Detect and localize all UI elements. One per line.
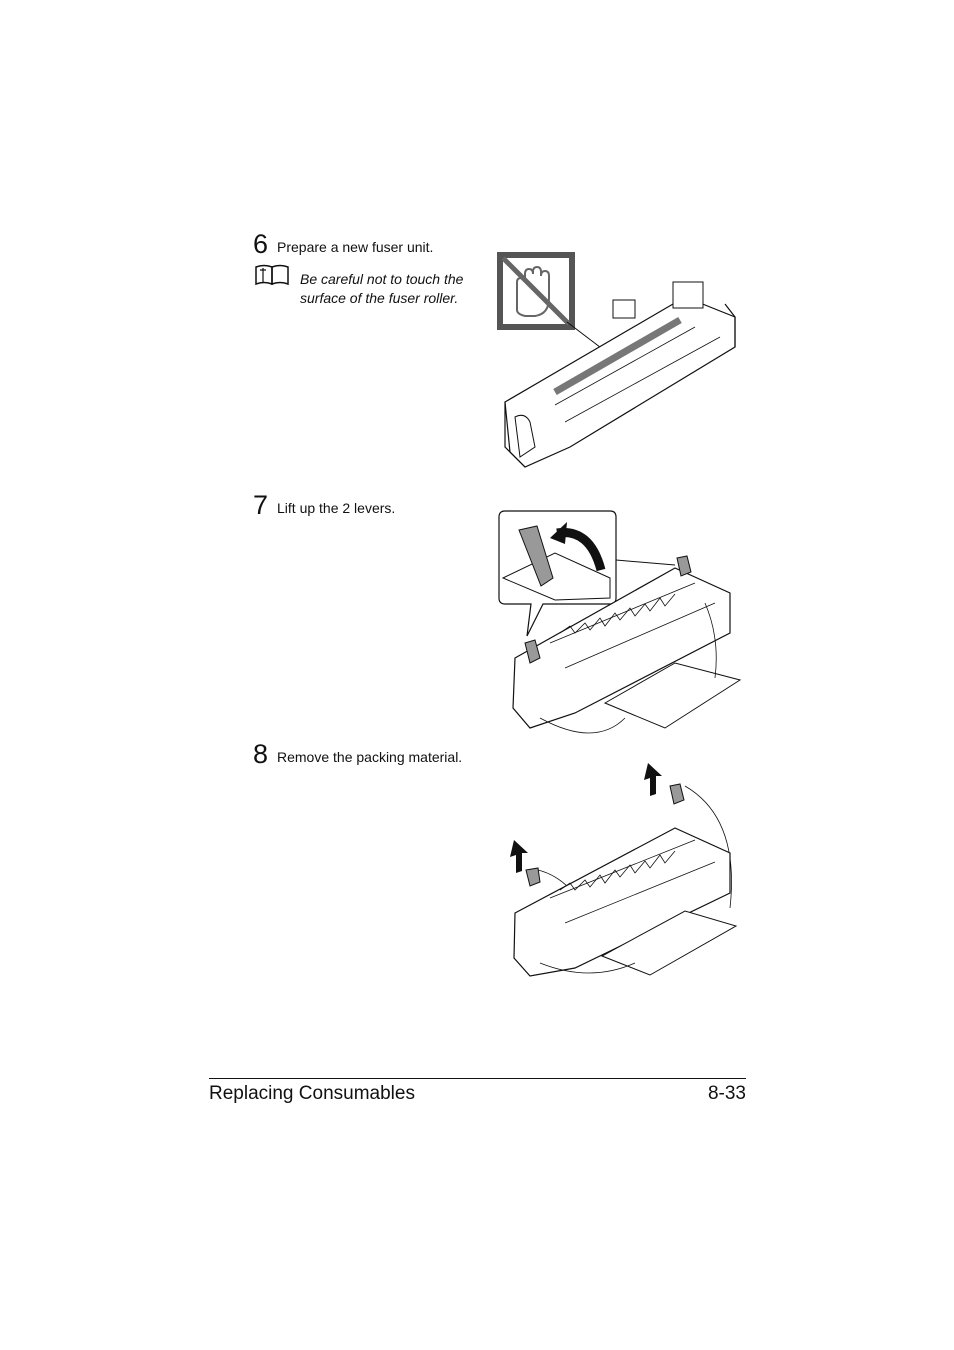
note-line-2: surface of the fuser roller. (300, 290, 459, 306)
step-8-text: Remove the packing material. (277, 749, 463, 765)
step-7-number: 7 (253, 490, 269, 520)
no-touch-sign (497, 252, 575, 330)
footer-section-title: Replacing Consumables (209, 1083, 415, 1104)
note-line-1: Be careful not to touch the (300, 271, 464, 287)
fuser-unit-illustration (497, 252, 736, 468)
note-text: Be careful not to touch the surface of t… (300, 270, 490, 308)
up-arrow-icon (510, 840, 528, 873)
step-6-number: 6 (253, 229, 269, 259)
up-arrow-icon (644, 763, 662, 796)
lever-lift-illustration (498, 510, 742, 734)
packing-removal-illustration (510, 763, 738, 977)
lever-detail-callout (498, 510, 617, 637)
footer-page-number: 8-33 (707, 1083, 746, 1104)
step-7-text: Lift up the 2 levers. (277, 500, 396, 516)
footer-divider (209, 1078, 746, 1079)
book-note-icon (255, 264, 289, 286)
step-6-text: Prepare a new fuser unit. (277, 239, 434, 255)
step-8-number: 8 (253, 739, 269, 769)
